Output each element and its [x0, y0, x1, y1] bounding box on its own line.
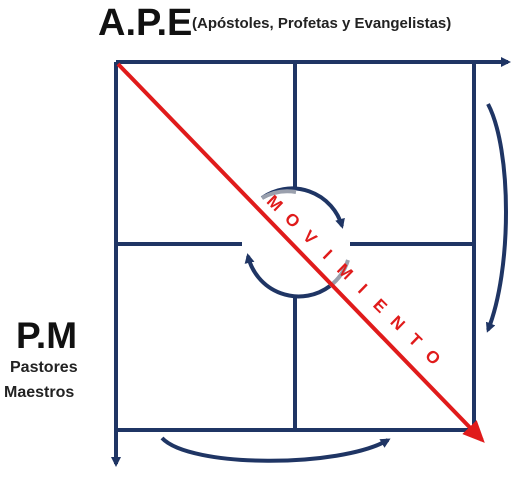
right-curved-arrow [485, 103, 508, 333]
movimiento-letter: E [369, 295, 390, 317]
movimiento-letter: O [421, 346, 444, 369]
bottom-curved-arrow [160, 436, 391, 463]
pm-maestros: Maestros [4, 384, 75, 401]
pm-pastores: Pastores [10, 359, 78, 376]
movimiento-letter: V [299, 227, 321, 249]
ape-subtitle: (Apóstoles, Profetas y Evangelistas) [192, 15, 452, 32]
circle-arrow-top-accent [261, 189, 297, 200]
movimiento-letter: I [354, 280, 371, 297]
movimiento-diagonal-arrow [116, 62, 485, 443]
ape-title: A.P.E [98, 2, 193, 44]
pm-title: P.M [16, 315, 78, 356]
movimiento-letter: O [281, 209, 304, 232]
movimiento-letter: N [387, 312, 409, 334]
movimiento-letter: I [319, 246, 336, 263]
circle-arrow-bottom [244, 253, 332, 299]
movimiento-letter: T [405, 330, 426, 351]
